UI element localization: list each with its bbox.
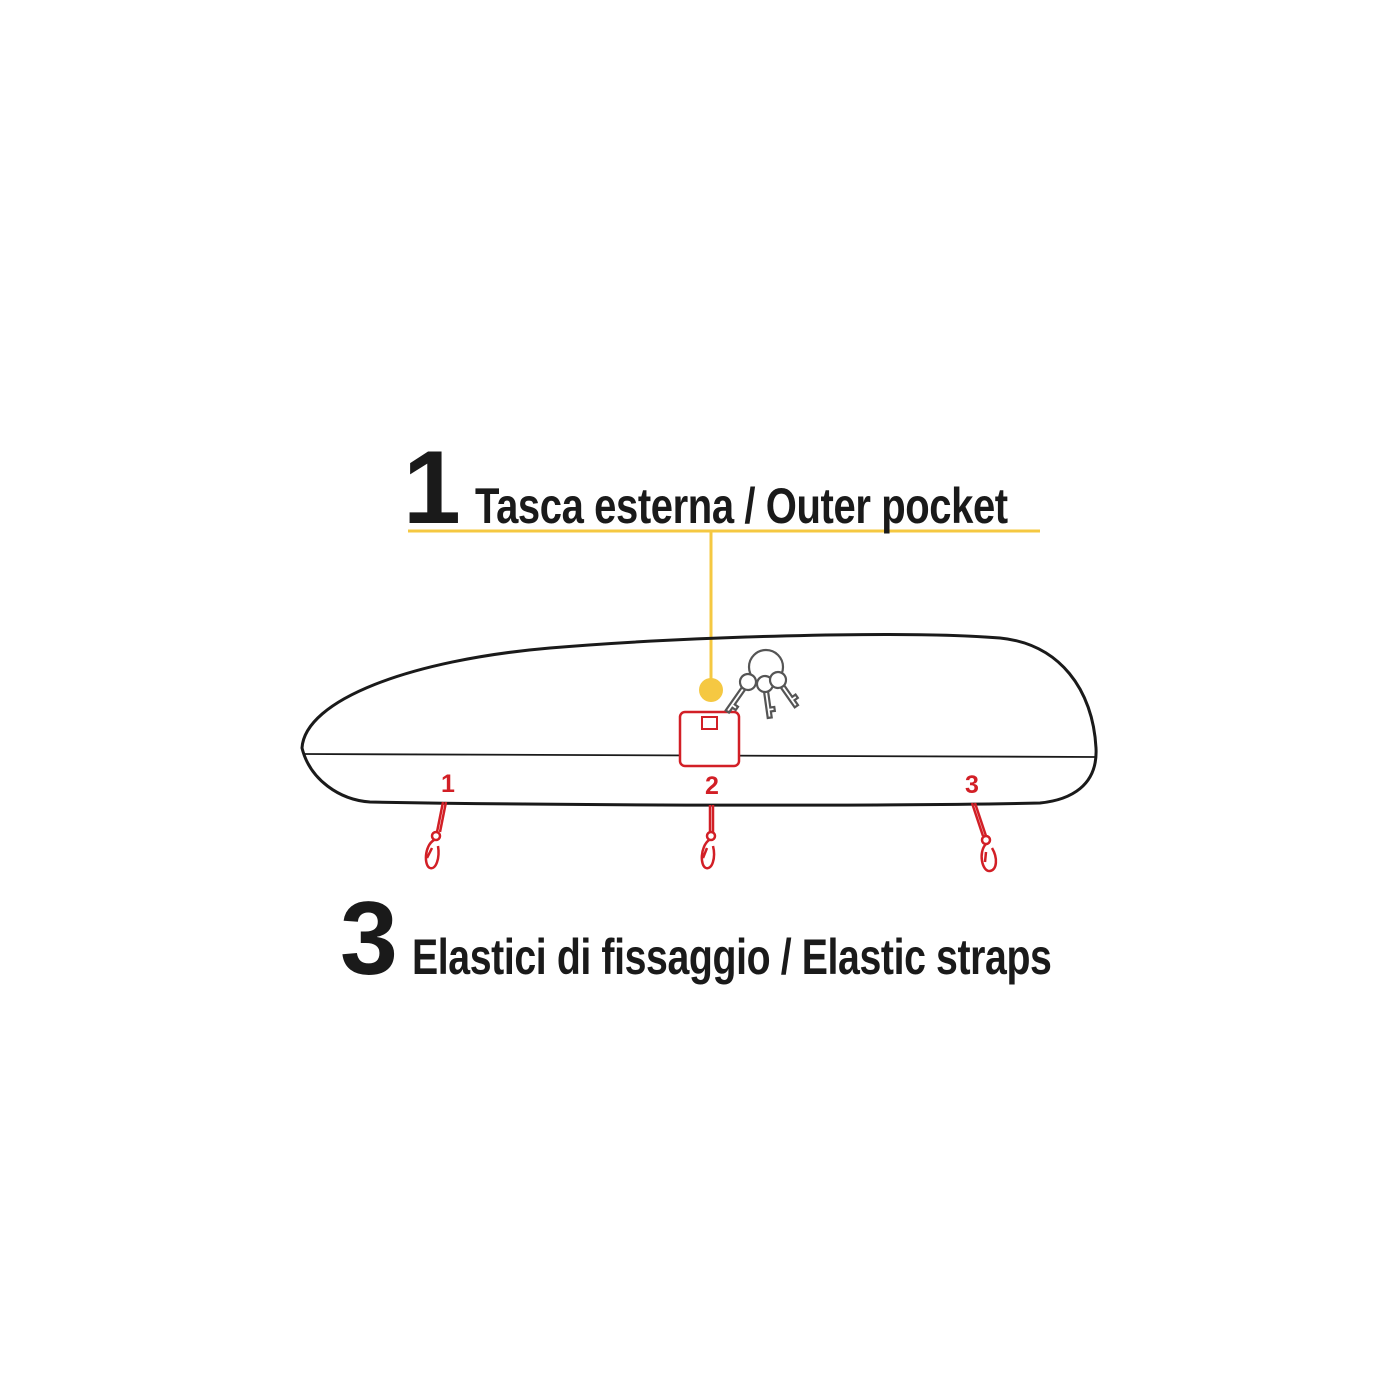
callout-dot bbox=[699, 678, 723, 702]
strap-number-1: 1 bbox=[441, 770, 455, 798]
strap-number-3: 3 bbox=[965, 771, 979, 799]
carabiner-hook-icon bbox=[700, 805, 717, 870]
callout-outer-pocket-number: 1 bbox=[403, 430, 461, 546]
callout-outer-pocket-label: Tasca esterna / Outer pocket bbox=[474, 478, 1008, 534]
callout-elastic-straps-number: 3 bbox=[340, 881, 398, 997]
pocket-icon bbox=[678, 710, 741, 768]
keys-icon bbox=[724, 648, 800, 720]
callout-elastic-straps: 3 Elastici di fissaggio / Elastic straps bbox=[340, 887, 1227, 991]
callout-elastic-straps-label: Elastici di fissaggio / Elastic straps bbox=[411, 929, 1052, 985]
roof-box-outline bbox=[300, 633, 1098, 807]
strap-number-2: 2 bbox=[705, 772, 719, 800]
carabiner-hook-icon bbox=[970, 802, 998, 873]
carabiner-hook-icon bbox=[424, 801, 448, 870]
callout-outer-pocket: 1 Tasca esterna / Outer pocket bbox=[403, 436, 1141, 540]
